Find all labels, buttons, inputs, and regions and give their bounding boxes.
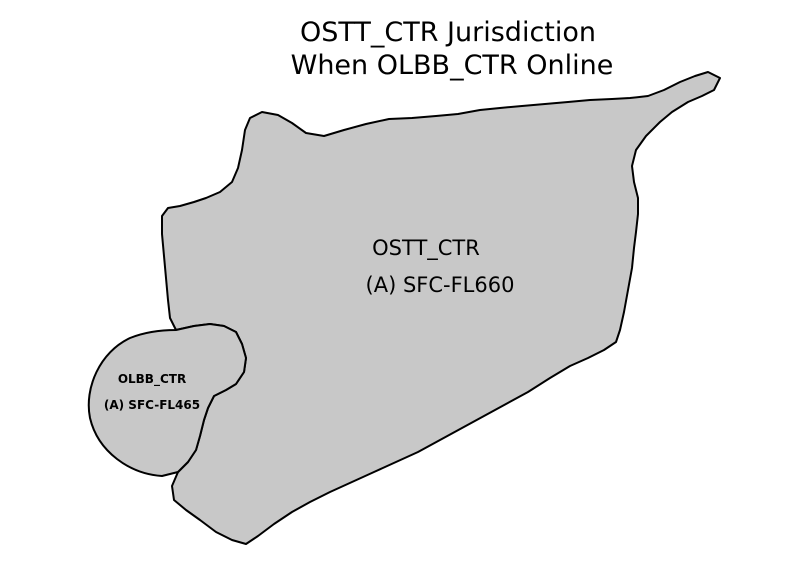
ostt-ctr-altitude-label: (A) SFC-FL660 xyxy=(366,273,515,297)
olbb-ctr-altitude-label: (A) SFC-FL465 xyxy=(104,398,200,412)
map-title-line-1: OSTT_CTR Jurisdiction xyxy=(300,17,596,48)
olbb-ctr-name-label: OLBB_CTR xyxy=(118,372,186,387)
ostt-ctr-region[interactable] xyxy=(161,71,721,545)
ostt-ctr-name-label: OSTT_CTR xyxy=(372,236,480,261)
olbb-ctr-region[interactable] xyxy=(87,323,247,477)
map-title-line-2: When OLBB_CTR Online xyxy=(291,50,614,81)
